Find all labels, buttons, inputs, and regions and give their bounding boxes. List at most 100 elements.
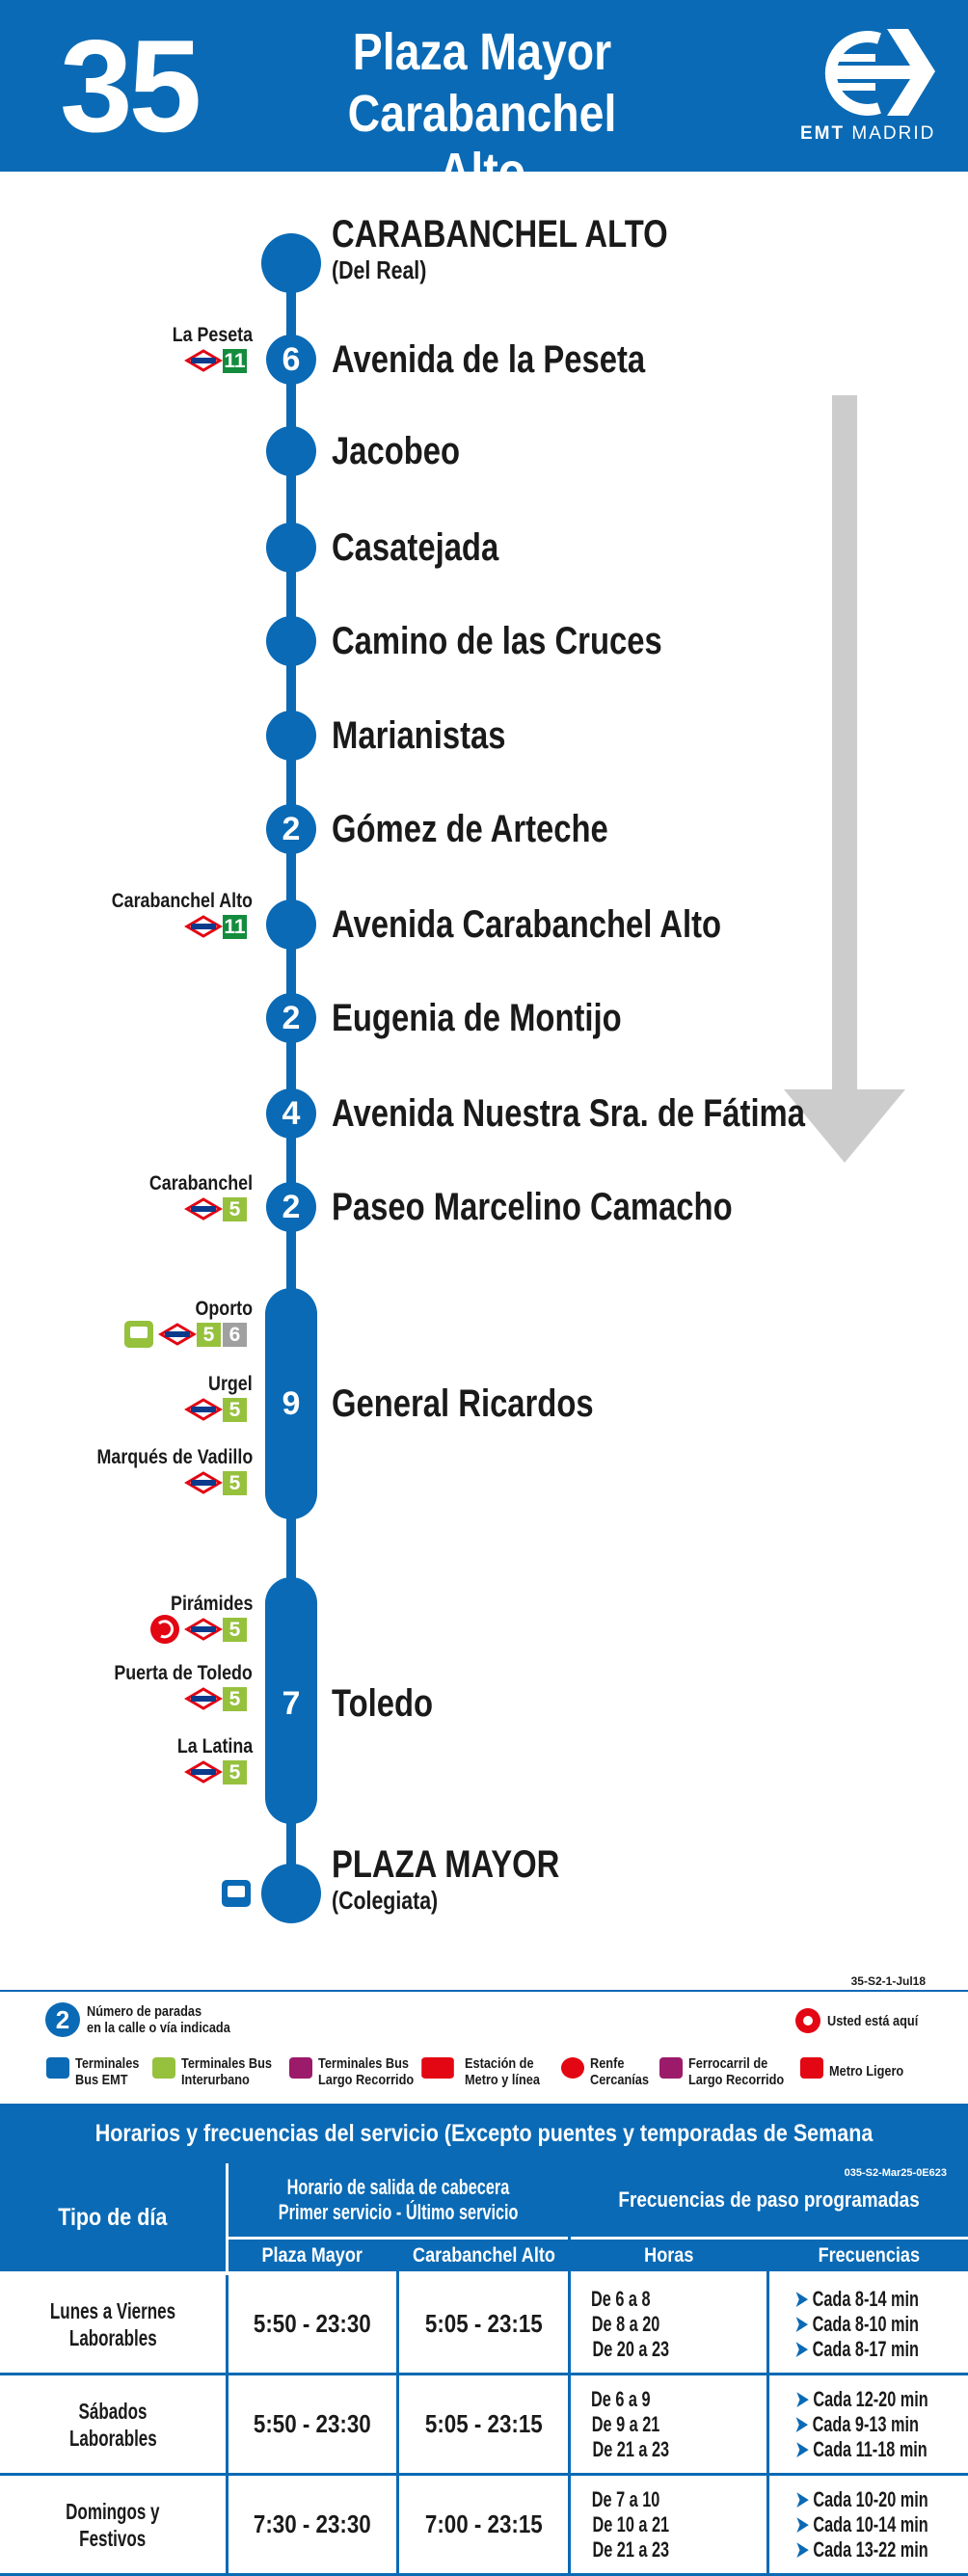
stop-name: CARABANCHEL ALTO (332, 213, 668, 255)
route-stops-diagram: CARABANCHEL ALTO(Del Real) 6 Avenida de la… (0, 172, 968, 1974)
stop-marker (261, 1864, 321, 1923)
metro-icon (184, 1618, 223, 1641)
long-distance-rail-icon (659, 2057, 683, 2079)
stop-marker-capsule (265, 1577, 317, 1824)
stop-sub: (Colegiata) (332, 1886, 439, 1915)
metro-ligero-icon (800, 2057, 823, 2079)
metro-icon (184, 1197, 223, 1221)
renfe-icon (150, 1615, 179, 1644)
frequencies: Cada 12-20 minCada 9-13 minCada 11-18 mi… (785, 2375, 968, 2473)
metro-line-badge: 11 (223, 915, 247, 939)
terminal-bus-long-distance-icon (289, 2057, 312, 2079)
connection-label: Urgel (208, 1373, 253, 1395)
metro-line-badge: 5 (223, 1760, 247, 1784)
stop-marker (266, 993, 316, 1043)
first-last-carabanchel-alto: 7:00 - 23:15 (424, 2509, 543, 2538)
stop-count: 2 (282, 1189, 301, 1225)
emt-logo-text: EMT MADRID (800, 123, 936, 144)
column-divider (568, 2163, 571, 2576)
row-divider (0, 2373, 968, 2375)
metro-icon (184, 1471, 223, 1494)
metro-line-badge: 5 (223, 1618, 247, 1642)
stop-marker (266, 899, 316, 950)
stop-count: 6 (282, 341, 301, 378)
connection-label: Carabanchel (148, 1172, 253, 1194)
stop-name: Avenida Nuestra Sra. de Fátima (332, 1092, 805, 1135)
subcol-carabanchel-alto: Carabanchel Alto (399, 2240, 568, 2271)
stop-name: Toledo (332, 1682, 434, 1725)
route-main-line (286, 263, 296, 1893)
connection-label: La Latina (176, 1735, 253, 1758)
column-divider (766, 2240, 769, 2576)
stop-name: Avenida Carabanchel Alto (332, 903, 722, 946)
renfe-icon (561, 2057, 584, 2079)
legend-stop-count-sample: 2 (55, 2005, 70, 2034)
row-divider (0, 2573, 968, 2576)
route-origin: Plaza Mayor (352, 23, 612, 81)
stop-count: 2 (282, 1000, 301, 1036)
direction-arrow-icon (784, 395, 905, 1163)
timetable-title: Horarios y frecuencias del servicio (Exc… (0, 2104, 968, 2207)
frequencies: Cada 10-20 minCada 10-14 minCada 13-22 m… (785, 2476, 968, 2573)
terminal-bus-emt-icon (46, 2057, 69, 2079)
stop-name: General Ricardos (332, 1382, 594, 1425)
first-last-carabanchel-alto: 5:05 - 23:15 (424, 2309, 543, 2338)
route-number: 35 (60, 13, 202, 159)
metro-icon (184, 915, 223, 938)
stop-name: Casatejada (332, 526, 499, 569)
stop-name: Camino de las Cruces (332, 620, 662, 662)
connection-label: La Peseta (172, 324, 253, 346)
metro-line-badge: 5 (223, 1687, 247, 1711)
connection-label: Puerta de Toledo (114, 1662, 253, 1684)
stop-marker (266, 711, 316, 761)
connection-label: Marqués de Vadillo (96, 1446, 253, 1468)
stop-marker (266, 335, 316, 385)
metro-line-badge: 5 (223, 1197, 247, 1221)
stop-marker (266, 426, 316, 476)
metro-station-icon (421, 2057, 454, 2079)
stop-name: Jacobeo (332, 430, 461, 472)
terminal-bus-interurban-icon (152, 2057, 175, 2079)
stop-marker-capsule (265, 1288, 317, 1519)
route-destination: Carabanchel Alto (347, 85, 617, 201)
stop-marker (266, 1088, 316, 1139)
stop-name: Eugenia de Montijo (332, 997, 622, 1039)
metro-icon (184, 1760, 223, 1784)
first-last-carabanchel-alto: 5:05 - 23:15 (424, 2409, 543, 2438)
emt-logo-icon (824, 29, 935, 116)
subcol-frequencies: Frecuencias (769, 2240, 968, 2271)
metro-icon (158, 1323, 197, 1346)
first-last-plaza-mayor: 5:50 - 23:30 (254, 2409, 371, 2438)
metro-icon (184, 1687, 223, 1710)
metro-line-badge: 5 (223, 1398, 247, 1422)
stop-name: PLAZA MAYOR (332, 1843, 560, 1886)
stop-name: Paseo Marcelino Camacho (332, 1186, 733, 1228)
stop-marker (266, 1182, 316, 1232)
legend-item-label: Metro Ligero (829, 2063, 904, 2080)
stop-sub: (Del Real) (332, 255, 427, 284)
metro-line-badge: 5 (223, 1471, 247, 1495)
stop-marker (266, 523, 316, 573)
connection-label: Oporto (195, 1298, 253, 1320)
column-divider (226, 2275, 229, 2576)
metro-line-badge: 11 (223, 349, 247, 373)
subcol-hours: Horas (571, 2240, 766, 2271)
stop-name: Avenida de la Peseta (332, 338, 646, 381)
col-day-type: Tipo de día (0, 2163, 226, 2271)
header-bar: 35 Plaza Mayor Carabanchel Alto EMT MADR… (0, 0, 968, 201)
frequencies: Cada 8-14 minCada 8-10 minCada 8-17 min (785, 2275, 968, 2373)
terminal-bus-emt-icon (222, 1880, 251, 1907)
connection-label: Pirámides (170, 1593, 253, 1615)
metro-line-badge: 6 (223, 1323, 247, 1347)
you-are-here-icon (795, 2008, 820, 2033)
stop-name: Marianistas (332, 714, 506, 757)
stop-marker (261, 233, 321, 293)
